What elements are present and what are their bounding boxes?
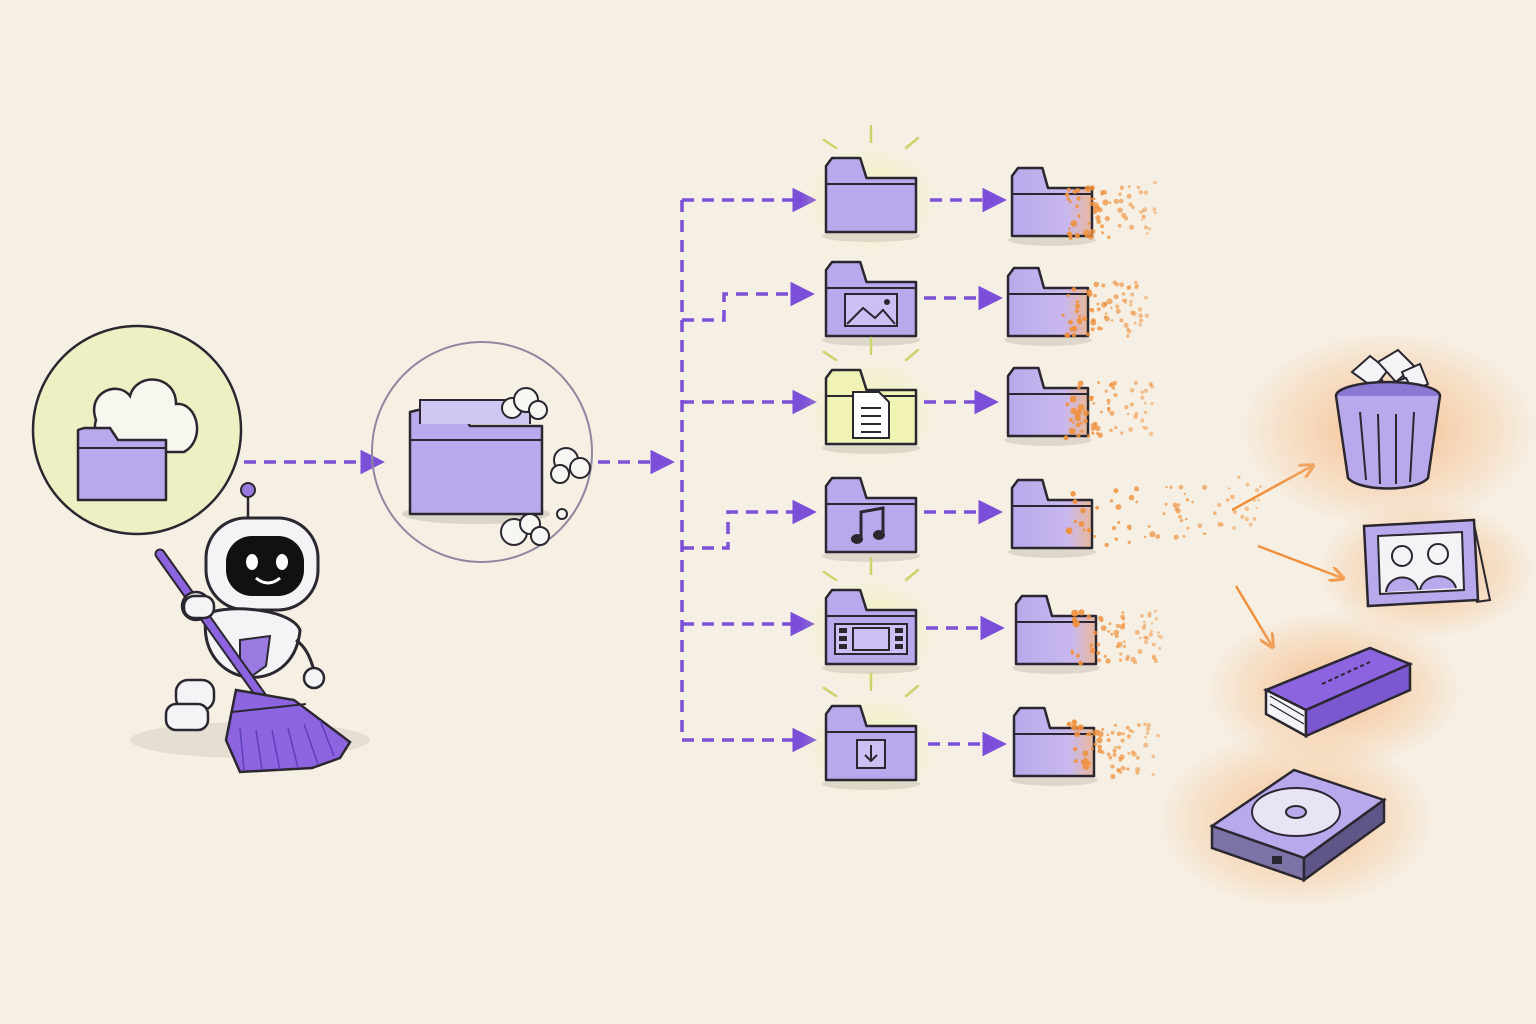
video-folder-icon [801,556,941,688]
music-folder-icon [821,476,921,562]
image-folder-icon [821,260,921,346]
orange-particles [1064,180,1157,240]
orange-particles [1063,380,1155,441]
fade-arrows [924,187,1007,757]
orange-particles [1065,475,1262,548]
branch-arrow-music [682,499,817,550]
category-folders [801,124,941,804]
fading-folders [1004,166,1262,786]
cleanup-stage [371,341,593,563]
robot-mascot [130,482,370,774]
dust-cloud-icon [500,387,591,546]
sparkle-lines [822,336,920,362]
sparkle-lines [822,556,920,582]
orange-particles [1070,609,1163,666]
fading-folder-icon [1010,706,1160,786]
sparkle-lines [822,672,920,698]
fading-folder-icon [1008,166,1157,246]
fading-folder-icon [1012,594,1163,674]
cleanup-bubble [371,341,593,563]
source-stage [31,324,243,536]
book-icon [1262,646,1414,739]
dusty-folder-icon [402,399,550,524]
outputs [1156,330,1536,910]
sparkle-lines [822,124,920,150]
broom-icon [154,548,352,774]
fading-folder-icon [1004,366,1155,446]
orange-particles [1066,719,1160,780]
orange-particles [1061,280,1150,338]
document-folder-icon [801,336,941,468]
folder-icon [801,124,941,256]
trash-bin-icon [1334,348,1442,490]
hard-drive-icon [1209,768,1387,883]
fading-folder-icon [1004,266,1150,346]
download-folder-icon [801,672,941,804]
cloud-folder-icon [76,426,168,502]
fading-folder-icon [1008,475,1262,558]
branch-arrows [682,187,817,753]
photo-frame-icon [1362,518,1492,608]
branch-arrow-images [682,281,815,322]
